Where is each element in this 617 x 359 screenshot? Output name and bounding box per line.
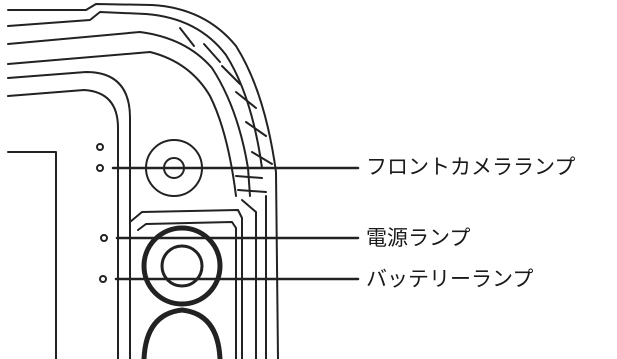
front-camera-lamp-led [96,164,104,172]
housing-panel [129,209,243,359]
grip-rib [179,27,195,47]
power-lamp-label: 電源ランプ [366,226,471,250]
case-top-ridge-lower [7,31,251,197]
display-bezel-inner [7,89,119,359]
display-screen [7,151,57,359]
grip-rib [251,151,273,165]
grip-rib [245,121,267,137]
lower-button-partial [141,307,223,359]
case-inner-edge [7,51,237,197]
battery-lamp-led [99,275,107,283]
lower-button-inner [160,244,204,288]
lower-button [141,225,223,307]
sensor-dot [96,143,104,151]
side-bumper-line [241,199,257,359]
display-bezel [7,71,131,359]
grip-rib [203,43,221,63]
power-lamp-led [100,234,108,242]
grip-rib [235,91,257,109]
grip-rib [237,189,267,193]
grip-rib [235,175,263,179]
front-camera-lamp-label: フロントカメラランプ [366,155,576,179]
battery-lamp-label: バッテリーランプ [366,267,534,291]
case-outer-edge [7,3,279,359]
housing-panel-inner [137,221,237,359]
case-top-ridge-upper [7,11,263,169]
grip-rib [221,65,241,85]
